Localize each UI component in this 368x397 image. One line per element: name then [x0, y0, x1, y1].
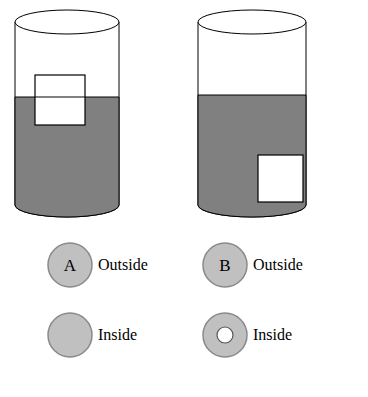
- left-beaker: [15, 10, 119, 217]
- option-circle: A: [47, 242, 93, 288]
- option-letter: A: [64, 257, 76, 274]
- floating-block: [35, 75, 85, 125]
- right-beaker: [198, 10, 306, 217]
- position-label: Outside: [253, 255, 303, 275]
- hole-circle: [217, 327, 233, 343]
- sunken-block: [258, 155, 303, 202]
- position-label: Outside: [98, 255, 148, 275]
- position-label: Inside: [98, 325, 137, 345]
- inside-circle: [203, 313, 247, 357]
- option-circle: B: [202, 242, 248, 288]
- inside-circle: [48, 313, 92, 357]
- option-letter: B: [219, 257, 230, 274]
- position-label: Inside: [253, 325, 292, 345]
